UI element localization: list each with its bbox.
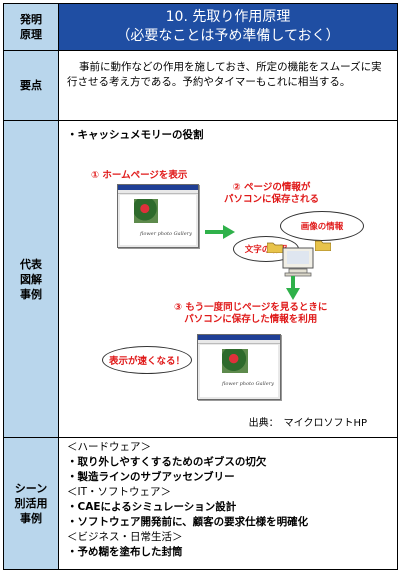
- faster-cloud: 表示が速くなる！: [102, 346, 192, 374]
- step1-caption: ① ホームページを表示: [91, 170, 188, 181]
- title-line1: 10. 先取り作用原理: [165, 9, 291, 25]
- title-line2: （必要なことは予め準備しておく）: [116, 28, 340, 44]
- header-label-line1: 発明: [20, 13, 42, 26]
- scene-heading-hardware: ＜ハードウェア＞: [67, 441, 151, 453]
- scene-item: ・取り外しやすくするためのギブスの切欠: [67, 456, 267, 468]
- source-credit: 出典： マイクロソフトHP: [248, 418, 367, 429]
- scenes-row: シーン 別活用 事例 ＜ハードウェア＞ ・取り外しやすくするためのギブスの切欠 …: [4, 438, 397, 569]
- step3-line2: パソコンに保存した情報を利用: [184, 314, 318, 325]
- step3-line1: ③ もう一度同じページを見るときに: [174, 302, 328, 313]
- step2-caption: ② ページの情報が パソコンに保存される: [224, 182, 319, 206]
- arrow-right-icon: [205, 225, 235, 239]
- diagram-subtitle: ・キャッシュメモリーの役割: [67, 129, 204, 141]
- step3-caption: ③ もう一度同じページを見るときに パソコンに保存した情報を利用: [174, 302, 327, 326]
- folder-icon: [267, 242, 283, 253]
- scenes-label-line2: 別活用: [14, 497, 48, 510]
- scenes-label-line3: 事例: [20, 512, 42, 525]
- diagram-label-line3: 事例: [20, 287, 42, 301]
- scenes-cell: ＜ハードウェア＞ ・取り外しやすくするためのギブスの切欠 ・製造ラインのサブアッ…: [59, 438, 397, 569]
- scene-item: ・予め糊を塗布した封筒: [67, 546, 183, 558]
- header-label: 発明 原理: [4, 4, 59, 50]
- window-menubar: [198, 340, 280, 344]
- header-label-line2: 原理: [20, 28, 42, 41]
- flower-photo: [222, 349, 248, 373]
- scene-heading-business: ＜ビジネス・日常生活＞: [67, 531, 183, 543]
- photo-caption-2: flower photo Gallery: [222, 381, 274, 387]
- window-content: flower photo Gallery: [200, 345, 278, 397]
- flower-photo: [134, 199, 158, 223]
- scenes-label-line1: シーン: [14, 482, 48, 495]
- image-info-cloud: 画像の情報: [280, 211, 364, 241]
- summary-row: 要点 事前に動作などの作用を施しておき、所定の機能をスムーズに実行させる考え方で…: [4, 51, 397, 121]
- photo-caption-1: flower photo Gallery: [140, 231, 192, 237]
- step2-line1: ② ページの情報が: [232, 182, 311, 193]
- principle-sheet: 発明 原理 10. 先取り作用原理 （必要なことは予め準備しておく） 要点 事前…: [3, 3, 398, 570]
- browser-window-1: flower photo Gallery: [117, 184, 199, 248]
- browser-window-2: flower photo Gallery: [197, 334, 281, 400]
- diagram-cell: ・キャッシュメモリーの役割 ① ホームページを表示 flower photo G…: [59, 121, 397, 437]
- window-content: flower photo Gallery: [120, 195, 196, 245]
- scene-item: ・CAEによるシミュレーション設計: [67, 501, 237, 513]
- scene-item: ・ソフトウェア開発前に、顧客の要求仕様を明確化: [67, 516, 309, 528]
- folder-icon: [315, 240, 331, 251]
- arrow-down-icon: [286, 276, 300, 300]
- scenes-label: シーン 別活用 事例: [4, 438, 59, 569]
- summary-cell: 事前に動作などの作用を施しておき、所定の機能をスムーズに実行させる考え方である。…: [59, 51, 397, 120]
- window-titlebar: [198, 335, 280, 340]
- header-row: 発明 原理 10. 先取り作用原理 （必要なことは予め準備しておく）: [4, 4, 397, 51]
- diagram-label-line1: 代表: [20, 257, 42, 271]
- scene-item: ・製造ラインのサブアッセンブリー: [67, 471, 235, 483]
- step2-line2: パソコンに保存される: [224, 194, 320, 205]
- summary-label: 要点: [4, 51, 59, 120]
- window-titlebar: [118, 185, 198, 190]
- diagram-row: 代表 図解 事例 ・キャッシュメモリーの役割 ① ホームページを表示 flowe…: [4, 121, 397, 438]
- diagram-label-line2: 図解: [20, 272, 42, 286]
- scene-heading-it: ＜IT・ソフトウェア＞: [67, 486, 172, 498]
- diagram-label: 代表 図解 事例: [4, 121, 59, 437]
- computer-icon: [282, 247, 314, 277]
- window-menubar: [118, 190, 198, 194]
- summary-text: 事前に動作などの作用を施しておき、所定の機能をスムーズに実行させる考え方である。…: [67, 61, 382, 88]
- header-title: 10. 先取り作用原理 （必要なことは予め準備しておく）: [59, 4, 397, 50]
